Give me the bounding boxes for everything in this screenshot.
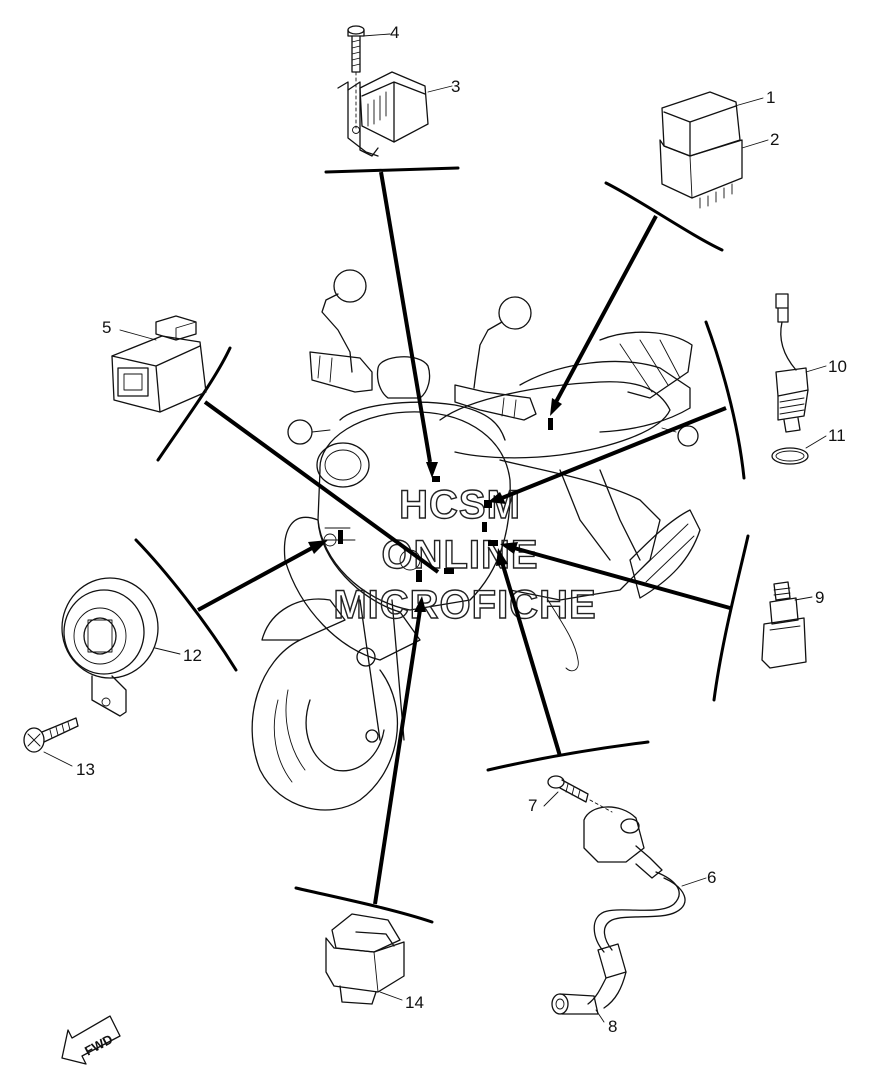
callout-2: 2 <box>770 130 779 149</box>
part-horn-12 <box>61 577 159 717</box>
callout-5: 5 <box>102 318 111 337</box>
callout-1: 1 <box>766 88 775 107</box>
part-plug-cap-8 <box>551 993 599 1015</box>
watermark-line-1: HCSM <box>399 483 521 527</box>
callout-14: 14 <box>405 993 424 1012</box>
callout-leaders <box>43 33 827 1023</box>
part-bolt-7 <box>547 775 613 813</box>
watermark-line-3: MICROFICHE <box>333 583 596 627</box>
callout-11: 11 <box>828 426 846 445</box>
callout-9: 9 <box>815 588 824 607</box>
part-switch-10 <box>775 293 809 433</box>
motorcycle-outline <box>251 269 701 811</box>
callout-8: 8 <box>608 1017 617 1036</box>
part-o-ring-11 <box>771 447 809 465</box>
part-connector-5 <box>111 315 207 413</box>
callout-4: 4 <box>390 23 399 42</box>
watermark-line-2: ONLINE <box>381 533 538 577</box>
callout-3: 3 <box>451 77 460 96</box>
part-relay-bracket <box>337 71 429 157</box>
part-relay-14 <box>325 913 405 1005</box>
leader-lines <box>197 171 731 905</box>
fwd-arrow-icon: FWD <box>61 1015 121 1065</box>
part-switch-9 <box>761 581 807 669</box>
location-markers <box>338 418 553 582</box>
part-ignition-coil-6 <box>583 806 686 1009</box>
callout-numbers: 1 2 3 4 5 6 7 8 9 10 11 12 13 14 <box>76 23 847 1036</box>
part-control-unit <box>659 91 743 209</box>
callout-6: 6 <box>707 868 716 887</box>
callout-12: 12 <box>183 646 202 665</box>
group-brackets <box>134 166 750 924</box>
part-bolt-13 <box>23 717 79 753</box>
fwd-label: FWD <box>82 1031 115 1058</box>
part-screw-4 <box>347 25 365 129</box>
callout-10: 10 <box>828 357 847 376</box>
watermark: HCSM ONLINE MICROFICHE <box>333 482 597 627</box>
callout-13: 13 <box>76 760 95 779</box>
callout-7: 7 <box>528 796 537 815</box>
